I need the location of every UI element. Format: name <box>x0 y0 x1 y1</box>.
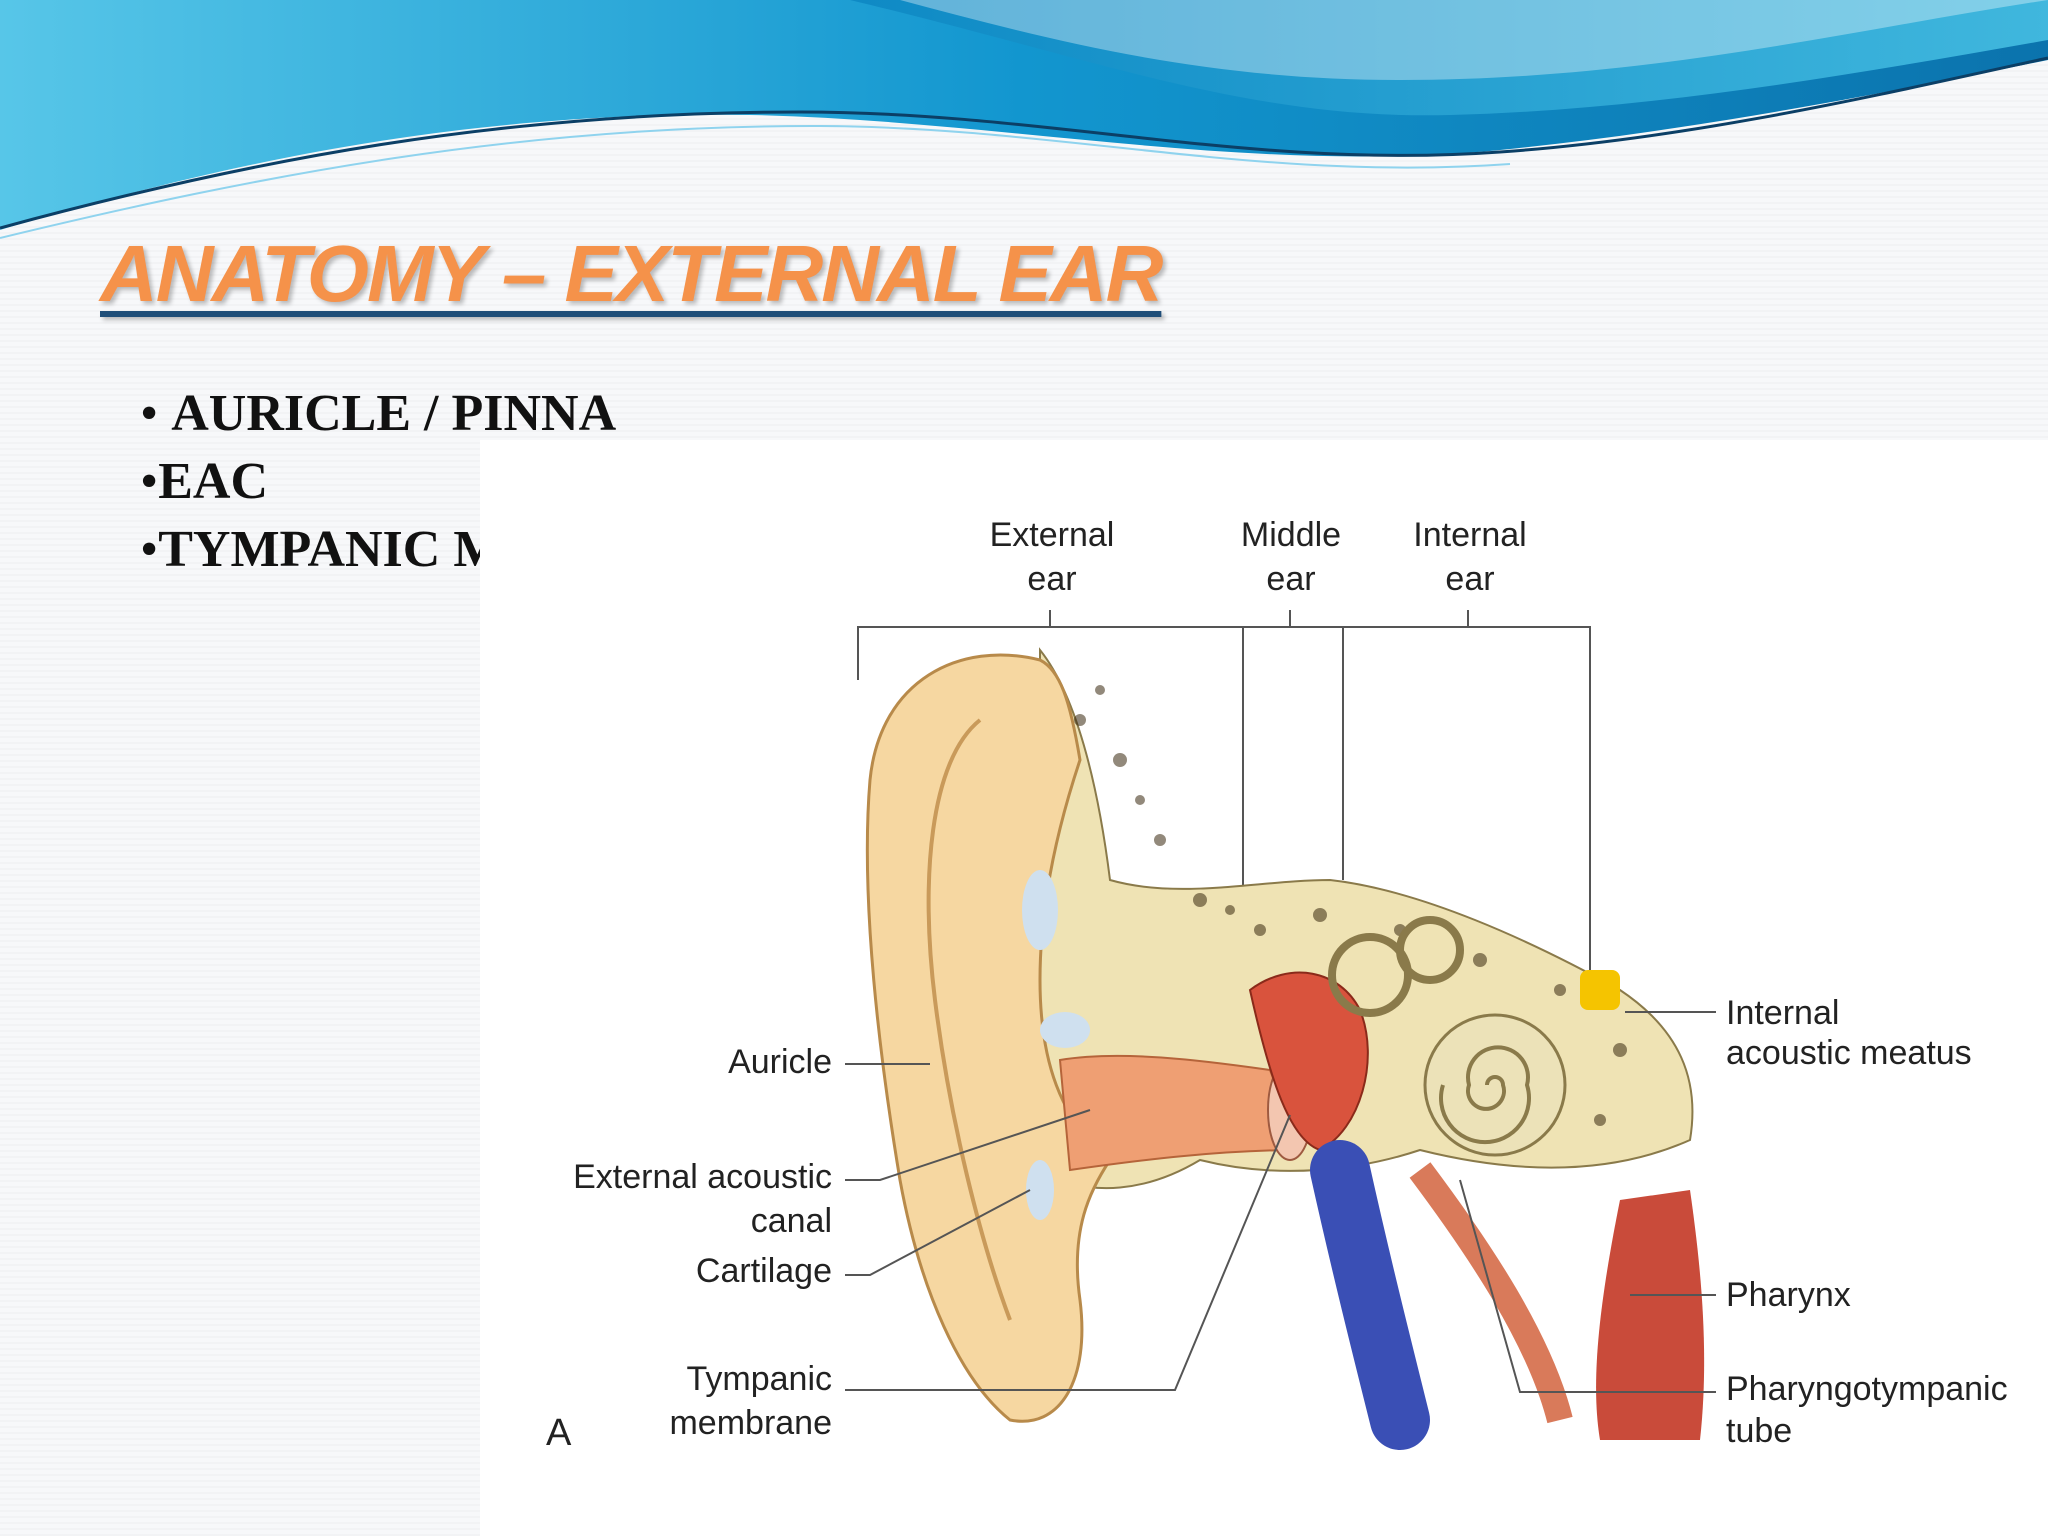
header-middle-line2: ear <box>1266 560 1315 598</box>
semicircular-canals <box>1328 916 1464 1017</box>
bullet-text: EAC <box>158 453 269 510</box>
leader-cartilage <box>845 1189 1031 1276</box>
header-middle-line1: Middle <box>1241 516 1341 554</box>
label-pharynx: Pharynx <box>1726 1276 1851 1314</box>
auricle-fold <box>926 718 1012 1321</box>
label-pharyngotympanic-line1: Pharyngotympanic <box>1726 1370 2008 1408</box>
jugular-vein <box>1310 1140 1430 1450</box>
header-external-line1: External <box>990 516 1115 554</box>
bullet-dot: • <box>140 453 159 510</box>
label-auricle: Auricle <box>728 1043 832 1081</box>
bullet-dot: • <box>140 385 172 442</box>
leader-tympanic <box>845 1114 1291 1391</box>
section-bracket <box>857 610 1591 1000</box>
label-internal-meatus-line2: acoustic meatus <box>1726 1034 1972 1072</box>
header-wave-banner <box>0 0 2048 239</box>
bullet-item: • AURICLE / PINNA <box>140 380 768 448</box>
header-internal-line1: Internal <box>1413 516 1526 554</box>
auricle-cartilage-1 <box>1022 870 1058 950</box>
label-tympanic-line2: membrane <box>669 1404 832 1442</box>
label-tympanic-line1: Tympanic <box>687 1360 833 1398</box>
pharyngotympanic-tube-shape <box>1409 1162 1573 1424</box>
auricle-cartilage-3 <box>1026 1160 1054 1220</box>
cochlea-spiral <box>1439 1045 1531 1145</box>
label-external-canal-line2: canal <box>751 1202 832 1240</box>
auricle-cartilage-2 <box>1040 1012 1090 1048</box>
bone-texture <box>1074 685 1627 1147</box>
label-external-canal-line1: External acoustic <box>573 1158 832 1196</box>
middle-ear-cavity <box>1248 971 1369 1152</box>
label-cartilage: Cartilage <box>696 1252 832 1290</box>
internal-meatus-nerve <box>1580 970 1620 1010</box>
panel-letter: A <box>546 1412 572 1454</box>
pharynx-wall <box>1596 1190 1705 1440</box>
header-external-line2: ear <box>1027 560 1076 598</box>
slide-title: ANATOMY – EXTERNAL EAR <box>100 229 1163 318</box>
leader-external-canal <box>845 1109 1091 1181</box>
leader-pharyngotympanic <box>1459 1179 1716 1393</box>
cochlea <box>1423 1013 1567 1157</box>
bullet-dot: • <box>140 521 159 578</box>
label-internal-meatus-line1: Internal <box>1726 994 1839 1032</box>
bullet-item: •EAC <box>140 448 768 516</box>
header-internal-line2: ear <box>1445 560 1494 598</box>
bullet-text: AURICLE / PINNA <box>171 385 617 442</box>
label-pharyngotympanic-line2: tube <box>1726 1412 1792 1450</box>
